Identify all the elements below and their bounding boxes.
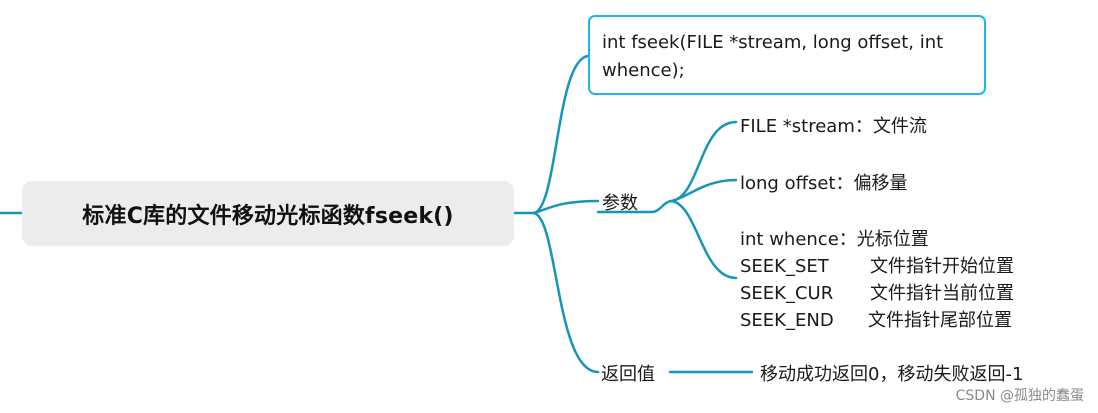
param-whence: int whence：光标位置 SEEK_SET 文件指针开始位置 SEEK_C… bbox=[740, 226, 1014, 334]
whence-description: 文件指针当前位置 bbox=[870, 283, 1014, 304]
whence-constant: SEEK_END bbox=[740, 310, 834, 331]
params-underline bbox=[596, 199, 674, 214]
param-offset: long offset：偏移量 bbox=[740, 173, 908, 194]
whence-row: SEEK_CUR 文件指针当前位置 bbox=[740, 280, 1014, 307]
whence-description: 文件指针尾部位置 bbox=[868, 310, 1012, 331]
whence-constant: SEEK_SET bbox=[740, 256, 829, 277]
branch-signature bbox=[532, 54, 590, 215]
watermark: CSDN @孤独的蠢蛋 bbox=[955, 388, 1084, 404]
whence-description: 文件指针开始位置 bbox=[870, 256, 1014, 277]
signature-node: int fseek(FILE *stream, long offset, int… bbox=[588, 15, 986, 95]
whence-row: SEEK_SET 文件指针开始位置 bbox=[740, 253, 1014, 280]
root-node: 标准C库的文件移动光标函数fseek() bbox=[22, 181, 514, 246]
param-stream: FILE *stream：文件流 bbox=[740, 116, 927, 137]
branch-whence bbox=[670, 199, 738, 280]
whence-row: SEEK_END 文件指针尾部位置 bbox=[740, 307, 1014, 334]
branch-stream bbox=[670, 120, 738, 203]
params-label: 参数 bbox=[602, 193, 638, 214]
return-description: 移动成功返回0，移动失败返回-1 bbox=[760, 364, 1024, 385]
branch-return bbox=[532, 211, 600, 374]
root-title: 标准C库的文件移动光标函数fseek() bbox=[82, 203, 454, 229]
return-label: 返回值 bbox=[601, 364, 655, 385]
whence-constant: SEEK_CUR bbox=[740, 283, 834, 304]
branch-params bbox=[532, 199, 600, 215]
whence-title: int whence：光标位置 bbox=[740, 229, 929, 250]
branch-offset bbox=[670, 178, 738, 203]
signature-text: int fseek(FILE *stream, long offset, int… bbox=[602, 32, 944, 81]
